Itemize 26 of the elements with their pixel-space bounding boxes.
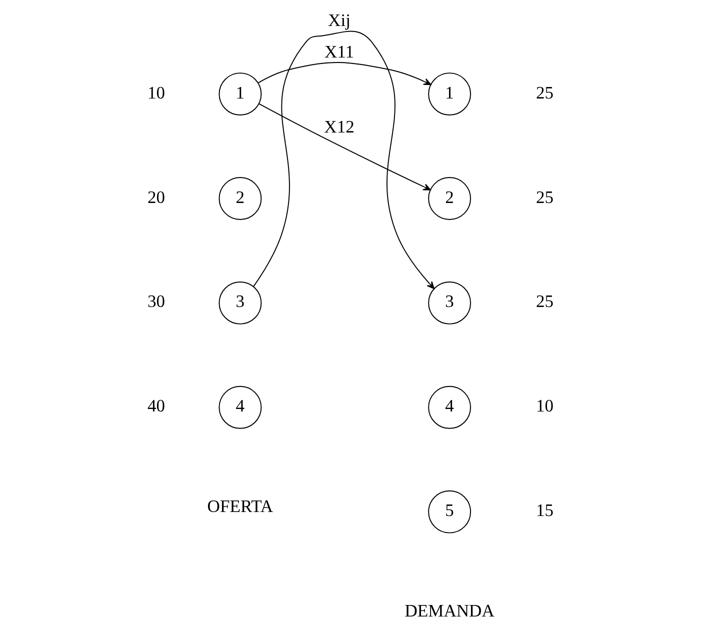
arrow (253, 30, 435, 290)
node-label: 25 (536, 186, 554, 207)
node-label: 10 (147, 82, 166, 102)
node-circle: 5 (428, 490, 472, 534)
edge-label: X12 (324, 116, 354, 137)
node-label: 25 (536, 291, 554, 312)
arrow (258, 103, 431, 190)
node-circle: 4 (218, 386, 262, 429)
edge-label: X11 (324, 41, 354, 62)
node-circle: 4 (428, 386, 472, 429)
node-circle: 2 (428, 177, 472, 220)
node-circle: 3 (218, 281, 262, 324)
node-label: 20 (147, 186, 166, 207)
label: OFERTA (207, 496, 274, 516)
node-label: 15 (536, 500, 554, 520)
node-circle: 1 (428, 72, 472, 116)
node-circle: 2 (218, 177, 262, 220)
node-label: 40 (147, 396, 166, 416)
node-label: 25 (536, 82, 554, 102)
node-label: 10 (536, 396, 554, 416)
node-label: 30 (147, 291, 166, 312)
label: DEMANDA (404, 600, 494, 621)
arrow (258, 62, 432, 86)
node-circle: 3 (428, 281, 472, 324)
node-circle: 1 (218, 72, 262, 116)
edge-label: Xij (328, 10, 350, 30)
